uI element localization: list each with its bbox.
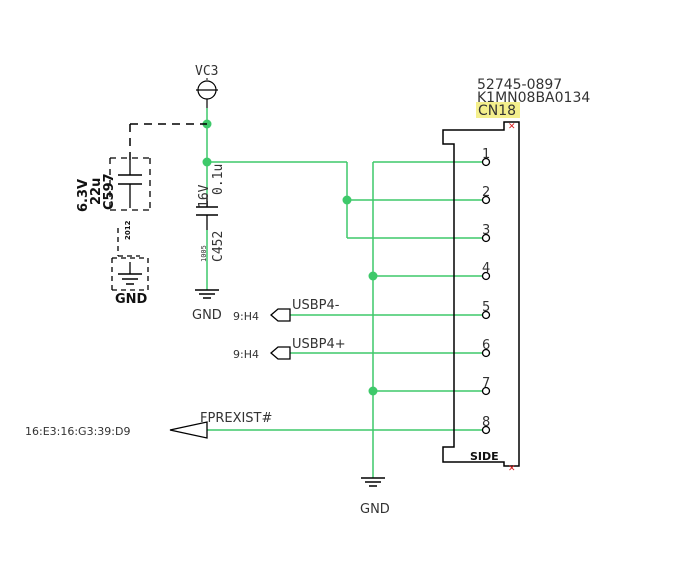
pin-number: 2 (482, 185, 490, 200)
connector-body (442, 121, 520, 467)
gnd-bottom-label: GND (360, 502, 390, 517)
connector-pin: 6 (481, 338, 490, 358)
fprexist-ref: 16:E3:16:G3:39:D9 (25, 425, 130, 438)
usb-plus-ref: 9:H4 (233, 348, 259, 361)
port-usbp4-minus: 9:H4 USBP4- (233, 298, 340, 323)
c597-voltage: 6.3V (76, 179, 91, 212)
connector-pin: 1 (481, 147, 490, 167)
c597-value: 22u (89, 178, 104, 205)
connector-refdes: CN18 (478, 103, 516, 119)
connector-pin: 2 (481, 185, 490, 205)
pin-marker-bottom: ✕ (508, 464, 516, 474)
pin-number: 4 (482, 261, 490, 276)
port-usbp4-plus: 9:H4 USBP4+ (233, 337, 346, 361)
pin-number: 3 (482, 223, 490, 238)
vc3-power-symbol: VC3 (195, 64, 218, 108)
connector-pin: 7 (481, 376, 490, 396)
pin-number: 8 (482, 415, 490, 430)
gnd-cap-symbol: GND (111, 257, 149, 307)
gnd-c452-label: GND (192, 308, 222, 323)
wires (206, 108, 486, 478)
junction-dot (368, 386, 378, 396)
c597-note: 2012 (124, 220, 132, 240)
dashed-link (129, 123, 207, 160)
connector-pin: 5 (481, 300, 490, 320)
vc3-label: VC3 (195, 64, 218, 79)
connector-part-number: 52745-0897 (477, 77, 562, 93)
c452-value: 0.1u (211, 164, 226, 195)
connector-pin: 4 (481, 261, 490, 281)
usb-minus-ref: 9:H4 (233, 310, 259, 323)
connector-pin: 8 (481, 415, 490, 435)
pin-number: 1 (482, 147, 490, 162)
usb-plus-net: USBP4+ (292, 337, 346, 352)
c452-note: 1005 (200, 245, 208, 262)
junction-dot (202, 157, 212, 167)
pin-number: 5 (482, 300, 490, 315)
usb-minus-net: USBP4- (292, 298, 340, 313)
capacitor-c597: 6.3V 22u C597 2012 (76, 157, 151, 257)
fprexist-net: FPREXIST# (200, 411, 272, 426)
connector-pin: 3 (481, 223, 490, 243)
connector-cn18: 52745-0897 K1MN08BA0134 CN18 SIDE ✕ ✕ 1 … (442, 77, 590, 474)
port-fprexist: 16:E3:16:G3:39:D9 FPREXIST# (25, 411, 272, 439)
pin-number: 7 (482, 376, 490, 391)
pin-marker-top: ✕ (508, 122, 516, 132)
gnd-c452-symbol: GND (192, 289, 222, 323)
connector-side-label: SIDE (470, 450, 499, 463)
c452-voltage: 16V (197, 184, 212, 208)
c452-refdes: C452 (211, 231, 226, 262)
capacitor-c452: 16V 0.1u C452 1005 (196, 164, 226, 262)
c597-refdes: C597 (102, 173, 117, 210)
junction-dot (368, 271, 378, 281)
pin-number: 6 (482, 338, 490, 353)
gnd-bottom-symbol: GND (360, 477, 390, 517)
refdes-highlight (476, 102, 520, 118)
gnd-cap-label: GND (115, 292, 148, 307)
junction-dot (342, 195, 352, 205)
